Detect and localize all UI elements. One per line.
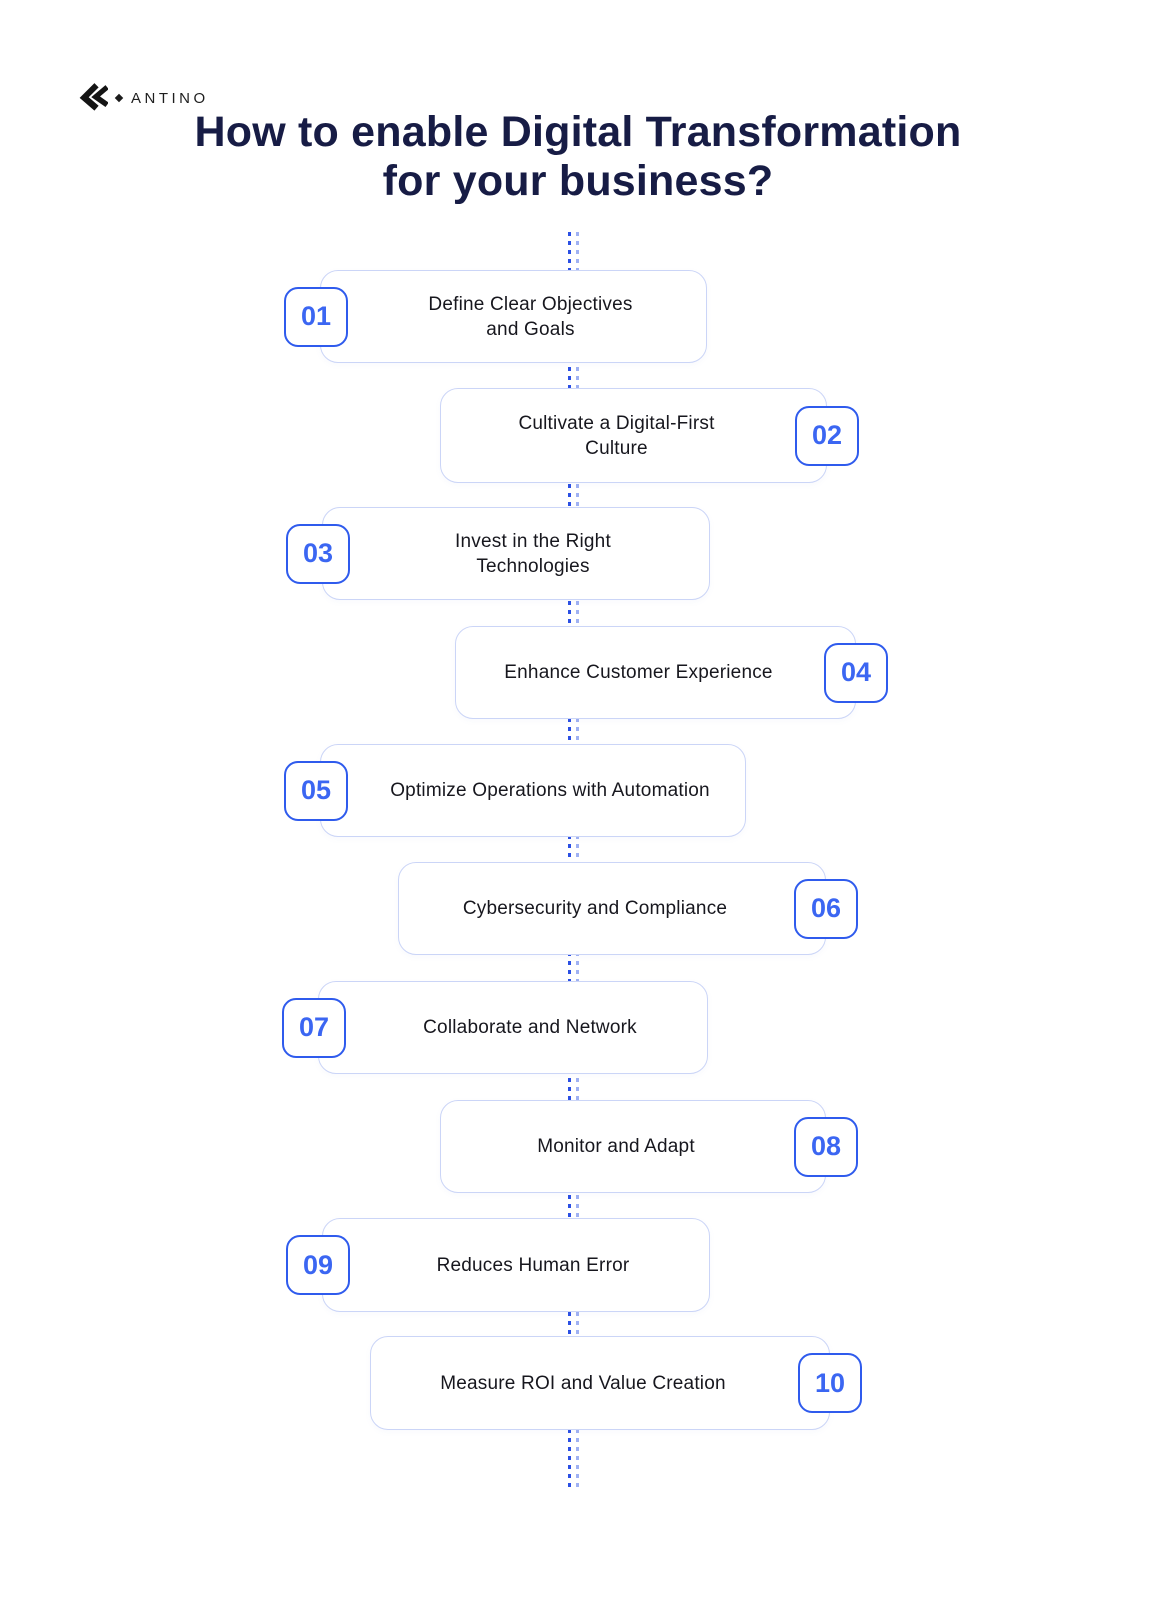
step-card-07: 07 Collaborate and Network [282, 981, 708, 1074]
step-card-08: 08 Monitor and Adapt [440, 1100, 858, 1193]
step-card-02: 02 Cultivate a Digital-First Culture [440, 388, 859, 483]
step-number-badge: 08 [794, 1116, 858, 1177]
step-card-05: 05 Optimize Operations with Automation [284, 744, 746, 837]
step-number-badge: 09 [286, 1235, 350, 1295]
flow-line-dark-column [568, 232, 571, 1490]
step-number-badge: 01 [284, 286, 348, 347]
step-number-badge: 02 [795, 405, 859, 466]
step-label: Collaborate and Network [423, 1017, 637, 1038]
step-number-badge: 03 [286, 523, 350, 584]
flow-line-light-column [576, 232, 579, 1490]
step-number-badge: 07 [282, 997, 346, 1058]
step-card-04: 04 Enhance Customer Experience [455, 626, 888, 719]
step-number-badge: 05 [284, 760, 348, 821]
page-title-line1: How to enable Digital Transformation [194, 108, 962, 156]
step-number-badge: 10 [798, 1353, 862, 1413]
step-number-badge: 04 [824, 642, 888, 703]
step-label: Reduces Human Error [436, 1254, 630, 1276]
step-label: Optimize Operations with Automation [390, 780, 710, 801]
step-card-01: 01 Define Clear Objectives and Goals [284, 270, 707, 363]
step-label: Cybersecurity and Compliance [462, 898, 728, 919]
brand-name: ANTINO [131, 89, 209, 107]
step-number-badge: 06 [794, 878, 858, 939]
step-label: Cultivate a Digital-First Culture [518, 412, 715, 459]
logo-separator-dot-icon [114, 93, 124, 103]
double-chevron-icon [79, 83, 108, 111]
page-title-line2: for your business? [382, 157, 774, 205]
step-card-03: 03 Invest in the Right Technologies [286, 507, 710, 600]
step-card-10: 10 Measure ROI and Value Creation [370, 1336, 862, 1430]
step-label: Define Clear Objectives and Goals [428, 293, 633, 340]
step-label: Measure ROI and Value Creation [440, 1372, 726, 1394]
step-label: Monitor and Adapt [537, 1136, 695, 1157]
step-card-09: 09 Reduces Human Error [286, 1218, 710, 1312]
step-label: Enhance Customer Experience [504, 662, 773, 683]
step-card-06: 06 Cybersecurity and Compliance [398, 862, 858, 955]
step-label: Invest in the Right Technologies [455, 530, 611, 577]
page-title: How to enable Digital Transformation for… [0, 108, 1156, 206]
antino-logo: ANTINO [78, 82, 209, 114]
